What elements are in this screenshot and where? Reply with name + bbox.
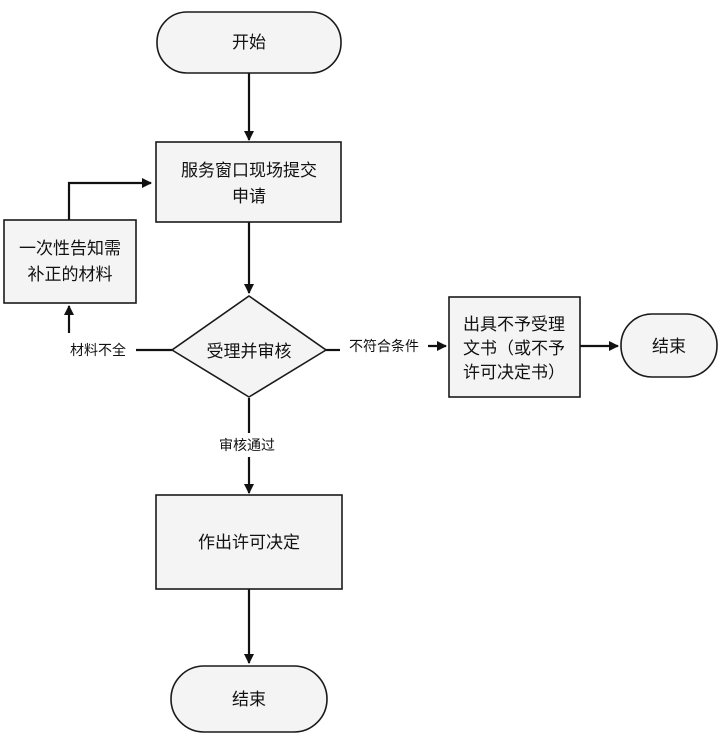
reject-process-box [448, 296, 581, 398]
edge-label-not-qualified: 不符合条件 [349, 338, 419, 355]
submit-process-box [155, 141, 342, 223]
edge-label-approved: 审核通过 [219, 438, 275, 454]
review-label: 受理并审核 [207, 342, 292, 362]
node-end-right: 结束 [620, 313, 718, 378]
start-terminator [156, 11, 342, 74]
edge-notify-to-submit [67, 178, 152, 220]
notify-label-line2: 补正的材料 [28, 265, 113, 285]
end-bottom-terminator [170, 665, 328, 733]
submit-label-line1: 服务窗口现场提交 [181, 161, 317, 181]
node-start: 开始 [156, 11, 342, 74]
notify-label-line1: 一次性告知需 [19, 239, 121, 259]
node-decide: 作出许可决定 [155, 494, 343, 590]
reject-label-line2: 文书（或不予 [463, 339, 565, 359]
edge-label-incomplete: 材料不全 [70, 342, 126, 359]
node-notify: 一次性告知需 补正的材料 [3, 219, 137, 304]
node-review: 受理并审核 [170, 295, 328, 398]
node-submit: 服务窗口现场提交 申请 [155, 141, 342, 223]
decide-process-box [155, 494, 343, 590]
end-bottom-label: 结束 [232, 690, 266, 710]
notify-process-box [3, 219, 137, 304]
node-end-bottom: 结束 [170, 665, 328, 733]
end-right-label: 结束 [652, 337, 686, 357]
reject-label-line3: 许可决定书） [463, 363, 565, 383]
reject-label-line1: 出具不予受理 [463, 315, 565, 335]
submit-label-line2: 申请 [232, 187, 266, 207]
node-reject: 出具不予受理 文书（或不予 许可决定书） [448, 296, 581, 398]
start-label: 开始 [232, 33, 266, 53]
end-right-terminator [620, 313, 718, 378]
decide-label: 作出许可决定 [198, 533, 300, 553]
review-decision-diamond [170, 295, 328, 398]
